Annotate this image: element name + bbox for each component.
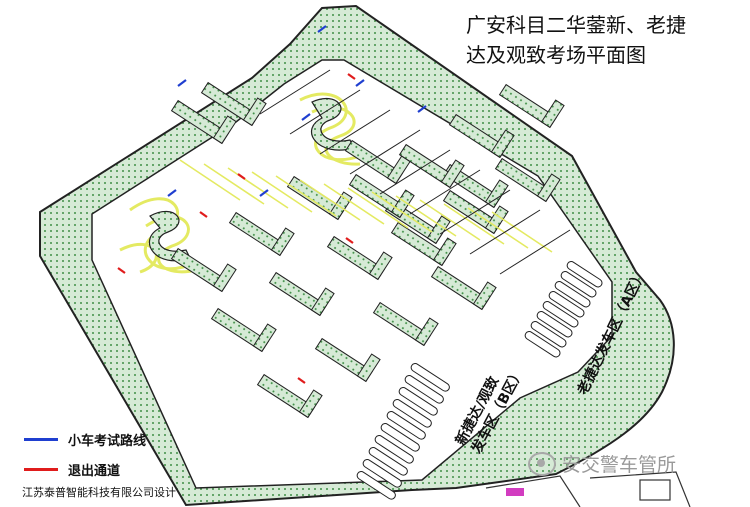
lane-line xyxy=(467,207,529,249)
test-route-mark xyxy=(259,189,269,197)
start-stall xyxy=(356,471,396,500)
map-title: 广安科目二华蓥新、老捷 达及观致考场平面图 xyxy=(466,10,742,70)
start-stall xyxy=(404,375,444,404)
legend-exit-route: 退出通道 xyxy=(24,460,120,479)
start-stall xyxy=(386,411,426,440)
bay-stub xyxy=(252,323,277,353)
road-surface xyxy=(91,59,613,489)
start-stall xyxy=(542,301,579,328)
watermark: 安交警车管所 xyxy=(528,450,676,477)
designer-credit: 江苏泰普智能科技有限公司设计 xyxy=(22,486,176,499)
lane-line xyxy=(443,203,505,245)
title-line: 达及观致考场平面图 xyxy=(466,43,646,67)
bay-stub xyxy=(484,205,509,235)
lane-line xyxy=(179,159,241,201)
bay-stub xyxy=(490,129,515,159)
route-markers xyxy=(117,25,427,384)
divider-line xyxy=(289,89,361,135)
start-stall xyxy=(410,363,450,392)
lane-line xyxy=(395,195,457,237)
test-route-mark xyxy=(167,189,177,197)
divider-line xyxy=(469,209,541,255)
lane-lines xyxy=(179,69,571,275)
exit-route-mark xyxy=(347,73,356,80)
start-stall xyxy=(566,261,603,288)
start-stall xyxy=(548,291,585,318)
start-stall xyxy=(380,423,420,452)
start-stall xyxy=(362,459,402,488)
test-route-mark xyxy=(317,25,327,33)
start-stall xyxy=(554,281,591,308)
start-stall xyxy=(368,447,408,476)
watermark-text: 安交警车管所 xyxy=(562,454,677,476)
lane-line xyxy=(299,179,361,221)
legend-swatch xyxy=(24,468,58,471)
lane-line xyxy=(251,171,313,213)
exit-route-mark xyxy=(345,237,354,244)
exit-route-mark xyxy=(117,267,126,274)
bay-stub xyxy=(368,251,393,281)
exit-route-mark xyxy=(199,211,208,218)
legend-test-route: 小车考试路线 xyxy=(24,430,146,449)
start-stall xyxy=(560,271,597,298)
start-stall xyxy=(398,387,438,416)
bay-stub xyxy=(536,173,561,203)
bay-stub xyxy=(212,115,237,145)
test-route-mark xyxy=(355,79,365,87)
building-outline xyxy=(485,471,691,507)
start-stall xyxy=(392,399,432,428)
lane-line xyxy=(203,163,265,205)
bay-stub xyxy=(242,97,267,127)
bay-stub xyxy=(212,263,237,293)
divider-line xyxy=(439,189,511,235)
wechat-icon xyxy=(528,451,556,476)
start-stall xyxy=(374,435,414,464)
bay-stub xyxy=(440,159,465,189)
lane-line xyxy=(419,199,481,241)
legend-label: 小车考试路线 xyxy=(68,434,147,449)
divider-line xyxy=(319,109,391,155)
bay-stub xyxy=(270,227,295,257)
title-line: 广安科目二华蓥新、老捷 xyxy=(466,13,686,37)
exit-route-mark xyxy=(297,377,306,384)
divider-line xyxy=(349,129,421,175)
divider-line xyxy=(259,69,331,115)
exit-route-mark xyxy=(237,173,246,180)
legend-swatch xyxy=(24,438,58,441)
legend-label: 退出通道 xyxy=(68,464,121,479)
lane-line xyxy=(323,183,385,225)
divider-line xyxy=(409,169,481,215)
start-stall xyxy=(536,311,573,338)
lane-line xyxy=(347,187,409,229)
lane-line xyxy=(491,211,553,253)
bay-stub xyxy=(472,281,497,311)
bay-stub xyxy=(540,99,565,129)
bay-stub xyxy=(414,317,439,347)
divider-line xyxy=(379,149,451,195)
start-stall xyxy=(524,331,561,358)
curve-islands xyxy=(148,97,355,262)
bay-stub xyxy=(298,389,323,419)
bay-stub xyxy=(484,179,509,209)
test-route-mark xyxy=(301,113,311,121)
test-route-mark xyxy=(177,79,187,87)
bay-stub xyxy=(356,353,381,383)
bay-stub xyxy=(310,287,335,317)
start-stall xyxy=(530,321,567,348)
divider-line xyxy=(499,229,571,275)
bay-stub xyxy=(432,237,457,267)
bay-stub xyxy=(390,189,415,219)
lane-line xyxy=(371,191,433,233)
lane-line xyxy=(275,175,337,217)
test-route-mark xyxy=(417,105,427,113)
